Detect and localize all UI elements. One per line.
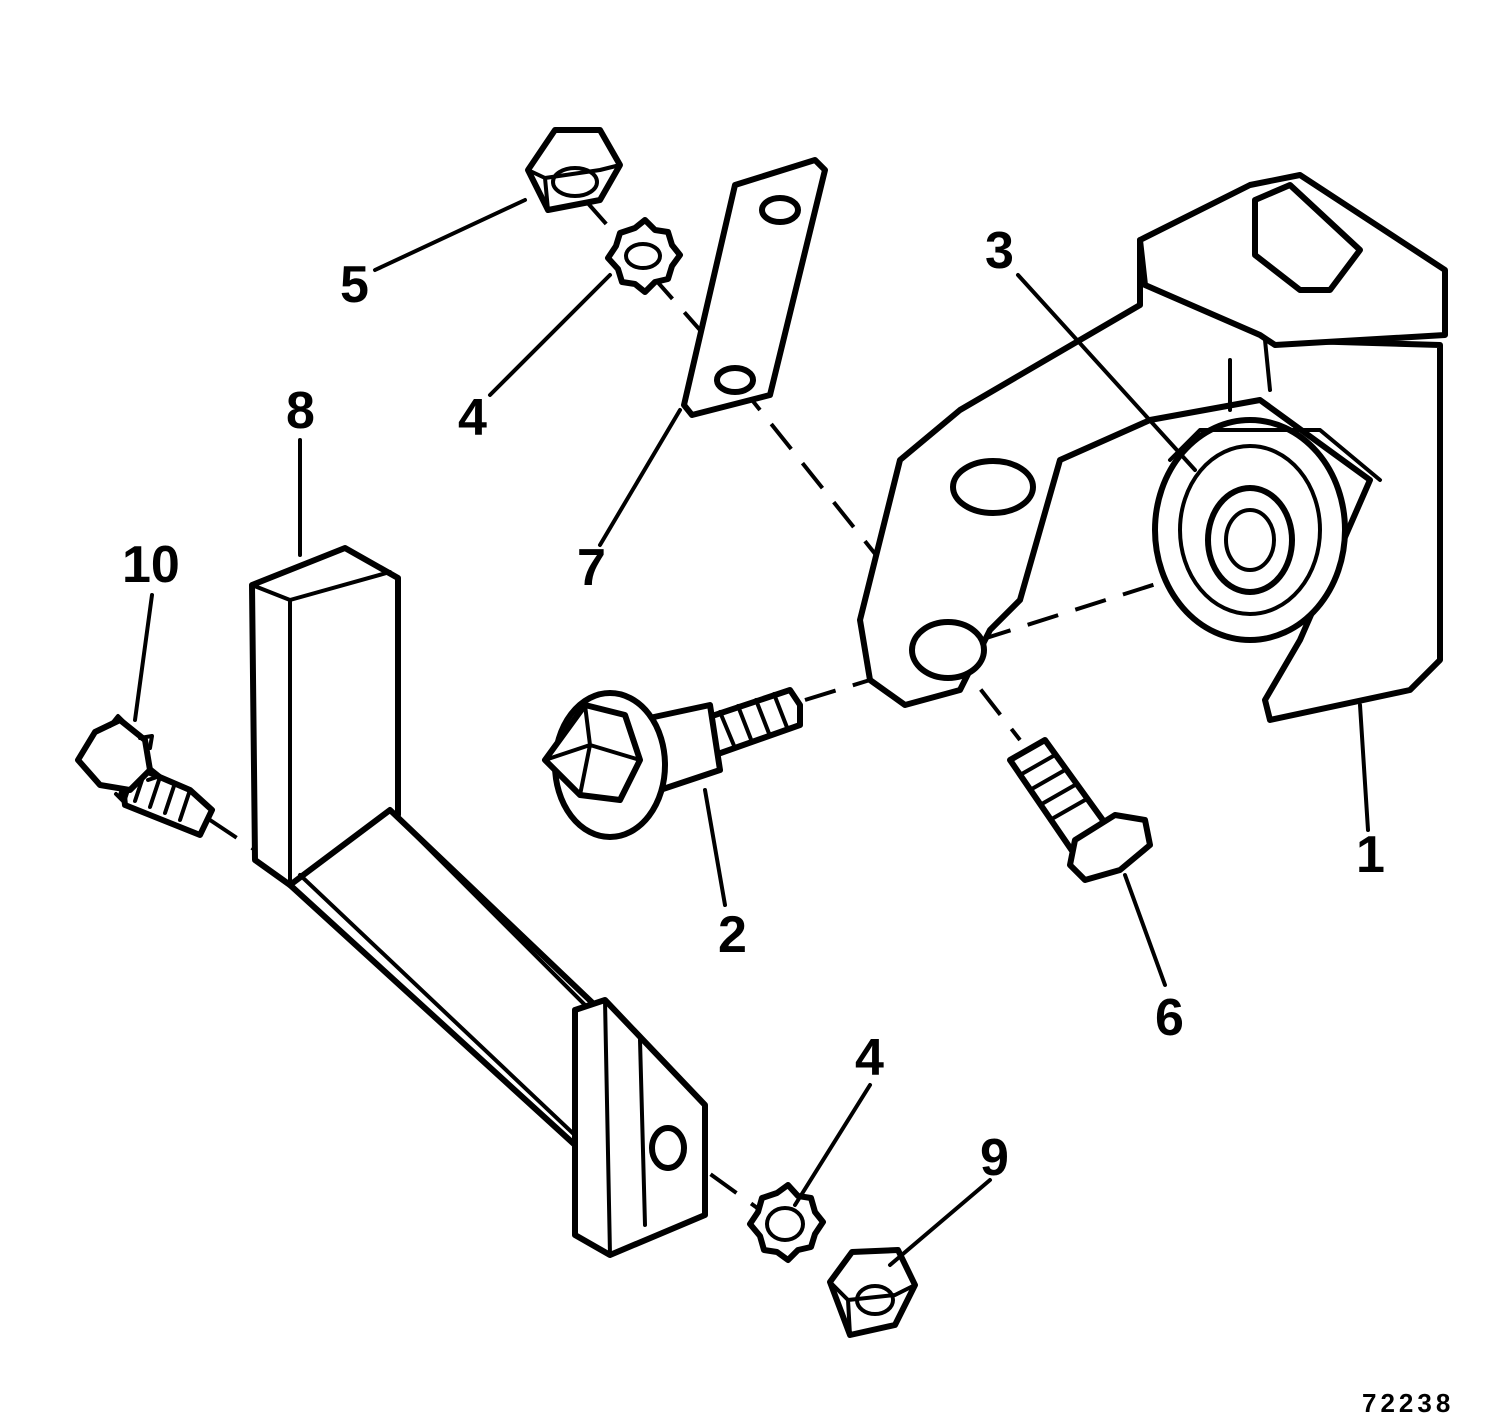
part-9-lower-hex-nut bbox=[827, 1247, 918, 1338]
part-2-shoulder-bolt bbox=[542, 687, 803, 840]
figure-number: 72238 bbox=[1362, 1388, 1454, 1418]
callout-6: 6 bbox=[1155, 989, 1184, 1047]
part-5-upper-hex-nut bbox=[525, 127, 623, 213]
callout-4-upper: 4 bbox=[458, 389, 487, 447]
callout-8: 8 bbox=[286, 382, 315, 440]
callout-1: 1 bbox=[1356, 826, 1385, 884]
callout-9: 9 bbox=[980, 1129, 1009, 1187]
part-4-upper-lock-washer bbox=[605, 217, 683, 295]
callout-2: 2 bbox=[718, 906, 747, 964]
part-7-link-plate bbox=[681, 157, 828, 418]
callout-4-lower: 4 bbox=[855, 1029, 884, 1087]
part-1-bracket-housing bbox=[857, 172, 1448, 723]
leader-lines bbox=[133, 198, 1370, 1267]
callout-labels: 1 2 3 4 4 5 6 7 8 9 10 bbox=[122, 222, 1385, 1187]
part-6-wing-screw bbox=[1007, 737, 1153, 883]
part-8-bracket-arm bbox=[249, 545, 708, 1258]
callout-3: 3 bbox=[985, 222, 1014, 280]
callout-5: 5 bbox=[340, 256, 369, 314]
callout-10: 10 bbox=[122, 536, 180, 594]
part-4-lower-lock-washer bbox=[747, 1182, 826, 1263]
callout-7: 7 bbox=[577, 539, 606, 597]
part-10-screw bbox=[75, 714, 215, 838]
